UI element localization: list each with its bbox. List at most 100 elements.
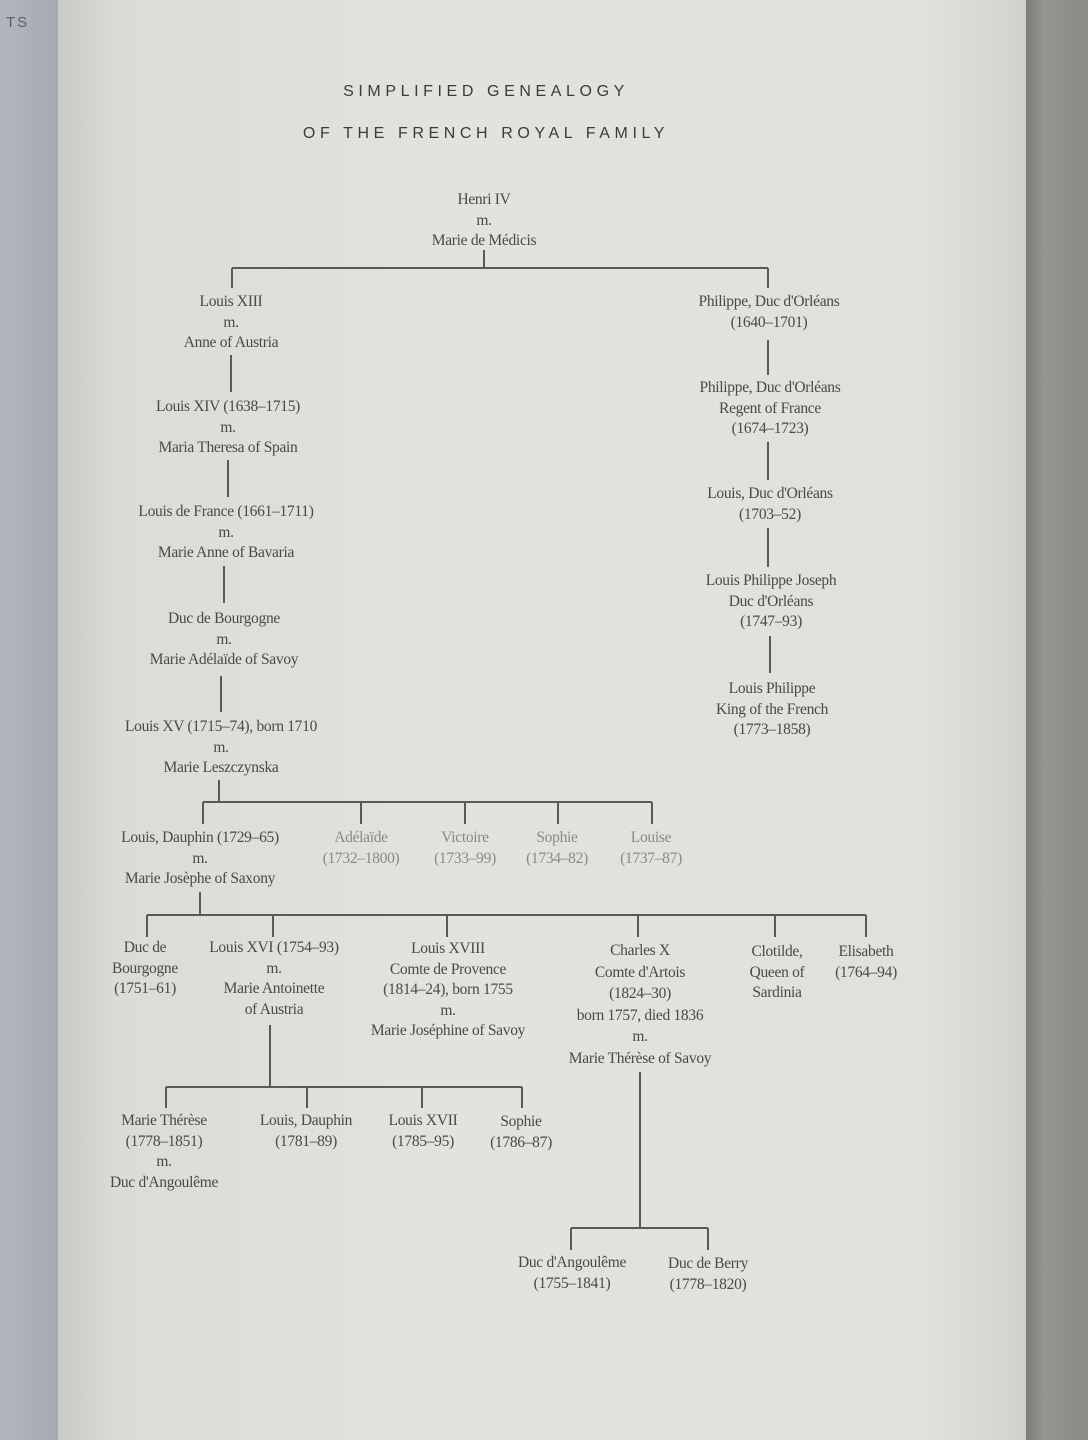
person-line: (1755–1841) xyxy=(533,1274,611,1292)
person-line: (1814–24), born 1755 xyxy=(383,981,513,998)
person-node-elisabeth: Elisabeth (1764–94) xyxy=(835,942,897,983)
connector-line xyxy=(227,460,229,497)
person-line: Duc d'Orléans xyxy=(728,592,814,610)
connector-line xyxy=(767,528,769,567)
person-line: m. xyxy=(216,630,232,648)
person-node-victoire: Victoire(1733–99) xyxy=(434,828,496,869)
person-line: Louis XVIII xyxy=(411,940,485,957)
person-node-louis18: Louis XVIII Comte de Provence (1814–24), b… xyxy=(370,939,526,1042)
person-line: (1674–1723) xyxy=(731,420,809,437)
person-line: Queen of xyxy=(749,963,805,981)
person-line: Louis XIV (1638–1715) xyxy=(155,398,301,415)
connector-line xyxy=(166,1086,522,1088)
person-line: (1737–87) xyxy=(620,849,682,867)
connector-line xyxy=(269,1025,271,1087)
person-line: (1747–93) xyxy=(740,613,802,630)
person-line: (1764–94) xyxy=(835,963,897,981)
person-line: m. xyxy=(266,959,282,977)
person-line: Maria Theresa of Spain xyxy=(158,439,298,456)
person-line: m. xyxy=(223,313,239,331)
connector-line xyxy=(218,780,220,802)
person-line: (1778–1820) xyxy=(669,1275,747,1293)
connector-line xyxy=(767,268,769,288)
person-line: Marie Joséphine of Savoy xyxy=(370,1022,526,1039)
person-node-louis17: Louis XVII(1785–95) xyxy=(389,1111,458,1152)
person-node-philippe1: Philippe, Duc d'Orléans(1640–1701) xyxy=(699,292,840,333)
person-node-sophie1: Sophie(1734–82) xyxy=(526,828,588,869)
person-line: Sophie xyxy=(500,1113,542,1130)
person-line: (1732–1800) xyxy=(322,849,400,867)
person-line: (1785–95) xyxy=(392,1132,454,1150)
person-line: Marie de Médicis xyxy=(431,232,537,249)
connector-line xyxy=(767,442,769,480)
person-line: Elisabeth xyxy=(838,943,894,960)
person-node-dauphin1: Louis, Dauphin (1729–65)m.Marie Josèphe … xyxy=(121,828,279,890)
person-line: Louis XIII xyxy=(199,293,263,310)
person-line: Louis, Duc d'Orléans xyxy=(707,485,833,502)
person-node-louis16: Louis XVI (1754–93) m. Marie Antoinette of … xyxy=(209,938,339,1020)
person-line: (1786–87) xyxy=(490,1133,552,1151)
connector-line xyxy=(446,915,448,937)
person-line: m. xyxy=(440,1001,456,1019)
person-line: Sophie xyxy=(536,829,578,846)
person-line: of Austria xyxy=(244,1000,304,1018)
person-line: (1773–1858) xyxy=(733,721,811,738)
person-line: Duc de Berry xyxy=(668,1255,748,1272)
person-line: Louis XVI (1754–93) xyxy=(209,939,339,956)
person-line: Bourgogne xyxy=(112,959,178,977)
person-node-louisorleans: Louis, Duc d'Orléans(1703–52) xyxy=(707,484,833,525)
title-line-1: SIMPLIFIED GENEALOGY xyxy=(343,83,629,100)
person-line: (1751–61) xyxy=(114,980,176,997)
connector-line xyxy=(146,915,148,937)
book-page xyxy=(58,0,1026,1440)
connector-line xyxy=(220,676,222,712)
person-node-adelaide: Adélaïde(1732–1800) xyxy=(323,828,400,869)
connector-line xyxy=(767,340,769,375)
person-line: m. xyxy=(192,849,208,867)
adjacent-page-text: TS xyxy=(6,14,30,31)
person-line: Louis de France (1661–1711) xyxy=(138,503,314,520)
connector-line xyxy=(147,914,866,916)
person-line: (1640–1701) xyxy=(730,313,808,331)
connector-line xyxy=(774,915,776,937)
person-line: Duc de xyxy=(123,939,167,956)
person-line: Louis Philippe xyxy=(728,680,816,697)
person-line: m. xyxy=(218,523,234,541)
connector-line xyxy=(360,802,362,824)
connector-line xyxy=(769,636,771,673)
person-line: Marie Antoinette xyxy=(223,980,325,997)
person-line: Philippe, Duc d'Orléans xyxy=(699,379,841,396)
person-line: Comte de Provence xyxy=(389,960,507,978)
person-line: Louis, Dauphin xyxy=(259,1112,353,1129)
title-line-2: OF THE FRENCH ROYAL FAMILY xyxy=(302,125,670,142)
person-line: Duc d'Angoulême xyxy=(517,1254,627,1271)
person-line: Marie Josèphe of Saxony xyxy=(124,870,276,887)
connector-line xyxy=(651,802,653,824)
connector-line xyxy=(202,802,204,824)
person-node-louis13: Louis XIII m. Anne of Austria xyxy=(184,292,279,354)
connector-line xyxy=(570,1228,572,1250)
person-line: King of the French xyxy=(715,700,829,718)
connector-line xyxy=(306,1087,308,1108)
person-line: m. xyxy=(632,1028,648,1045)
person-line: m. xyxy=(213,738,229,756)
connector-line xyxy=(203,801,652,803)
person-line: Comte d'Artois xyxy=(594,963,686,981)
person-line: Louis XV (1715–74), born 1710 xyxy=(124,718,318,735)
connector-line xyxy=(165,1087,167,1108)
person-line: Anne of Austria xyxy=(183,334,279,351)
person-line: Charles X xyxy=(610,942,670,959)
person-line: (1781–89) xyxy=(275,1132,337,1150)
person-node-dauphin2: Louis, Dauphin (1781–89) xyxy=(259,1111,353,1152)
adjacent-page-edge xyxy=(0,0,58,1440)
connector-line xyxy=(557,802,559,824)
connector-line xyxy=(639,1072,641,1228)
